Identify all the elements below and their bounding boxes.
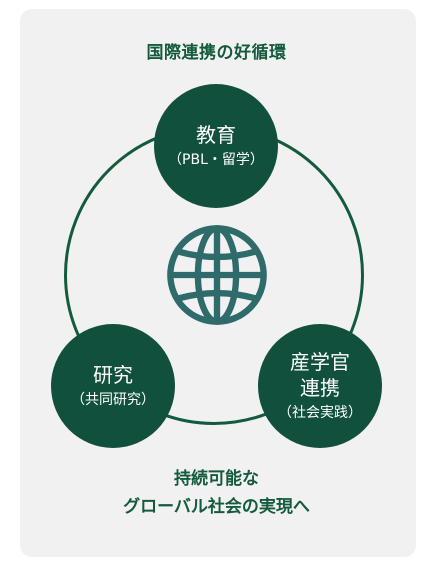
- node-education-label: 教育: [196, 123, 236, 147]
- globe-icon: [167, 225, 267, 325]
- node-industry: 産学官 連携 （社会実践）: [258, 324, 382, 448]
- goal-text-line2: グローバル社会の実現へ: [123, 497, 310, 517]
- node-education: 教育 （PBL・留学）: [154, 84, 278, 208]
- node-industry-sublabel: （社会実践）: [278, 405, 362, 421]
- node-research-sublabel: （共同研究）: [71, 392, 155, 408]
- node-research: 研究 （共同研究）: [51, 324, 175, 448]
- diagram-title: 国際連携の好循環: [146, 43, 287, 63]
- goal-text-line1: 持続可能な: [174, 469, 259, 489]
- node-research-label: 研究: [93, 363, 133, 387]
- node-industry-label-line1: 産学官: [290, 350, 350, 374]
- node-industry-label-line2: 連携: [300, 376, 340, 400]
- goal-text: 持続可能な グローバル社会の実現へ: [0, 465, 433, 521]
- node-education-sublabel: （PBL・留学）: [168, 152, 264, 168]
